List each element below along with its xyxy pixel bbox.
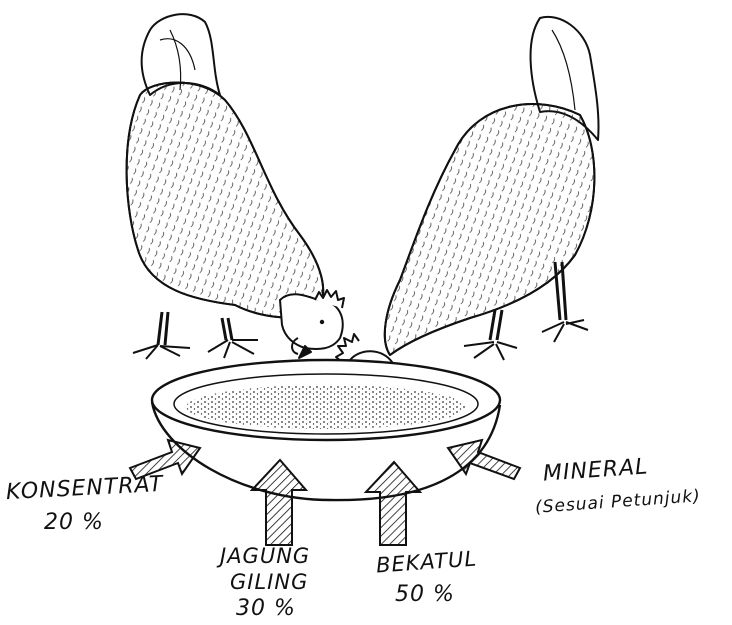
hen-right-icon — [336, 17, 599, 412]
bekatul-percent: 50 % — [395, 584, 455, 606]
feed-tray-icon — [152, 360, 500, 500]
hen-left-icon — [127, 14, 344, 359]
jagung-percent: 30 % — [236, 598, 296, 620]
konsentrat-percent: 20 % — [44, 512, 104, 534]
jagung-label-line2: GILING — [230, 572, 308, 593]
jagung-label-line1: JAGUNG — [220, 546, 310, 567]
